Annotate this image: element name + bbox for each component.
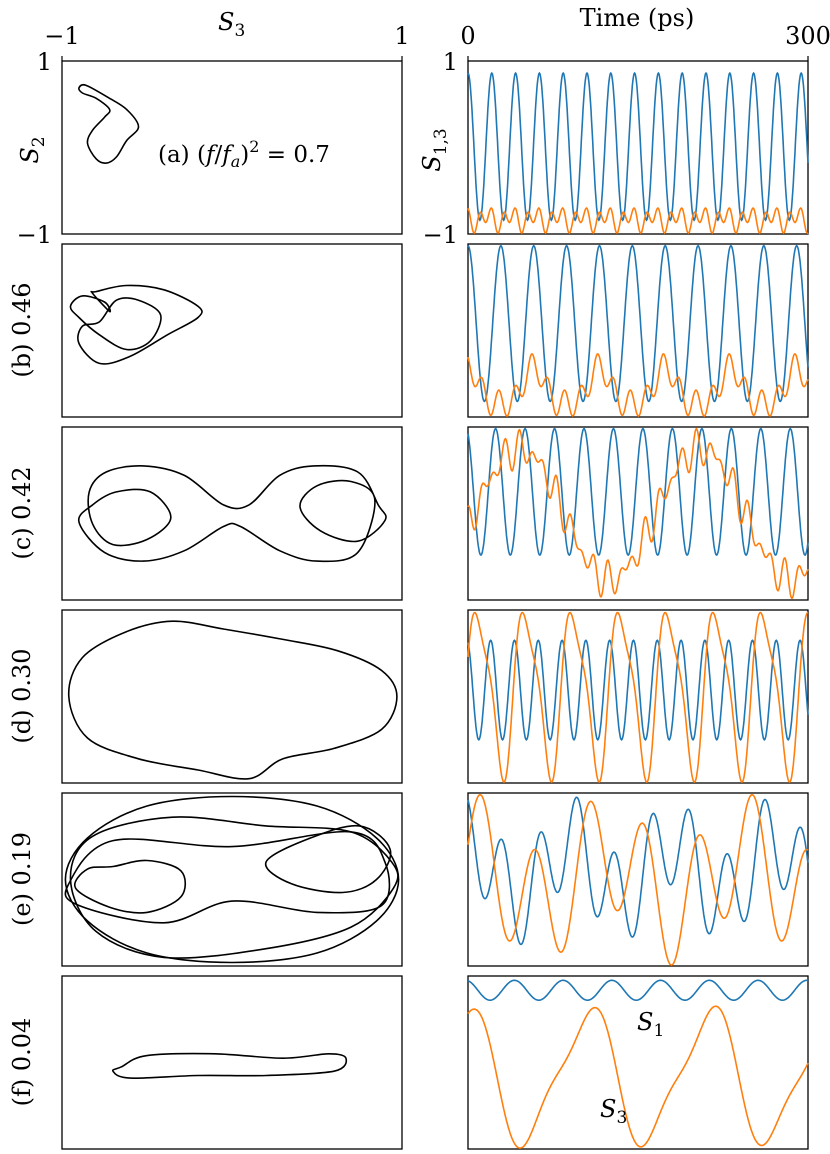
row-label-b: (b) 0.46 <box>8 282 36 377</box>
series-s3-c <box>467 427 809 600</box>
series-s1-e <box>467 796 809 946</box>
series-s1-d <box>467 639 809 741</box>
frame-right-a <box>467 60 809 235</box>
frame-left-a <box>61 60 403 235</box>
series-s1-b <box>467 244 809 403</box>
right-top-axis-label: Time (ps) <box>580 4 695 32</box>
series-label-s3: S3 <box>600 1095 627 1128</box>
orbit-plots <box>64 83 400 1080</box>
frame-left-d <box>61 609 403 784</box>
series-s1-c <box>467 427 809 556</box>
right-tick-min: 0 <box>460 22 475 50</box>
left-tick-max: 1 <box>394 22 409 50</box>
frame-left-b <box>61 243 403 418</box>
orbit-c-0 <box>77 464 387 563</box>
s2-tick-bottom: −1 <box>17 221 52 249</box>
row-labels: (b) 0.46 (c) 0.42 (d) 0.30 (e) 0.19 (f) … <box>8 282 36 1106</box>
orbit-e-0 <box>64 795 400 964</box>
orbit-b-0 <box>69 284 203 365</box>
frame-right-d <box>467 609 809 784</box>
series-s3-e <box>467 793 809 966</box>
row-label-e: (e) 0.19 <box>8 832 36 926</box>
panel-a-label: (a) (f/fa)2 = 0.7 <box>158 137 330 171</box>
right-tick-max: 300 <box>785 22 830 50</box>
orbit-e-1 <box>69 816 399 959</box>
panel-frames <box>61 56 809 1150</box>
row-label-f: (f) 0.04 <box>8 1018 36 1107</box>
row-label-c: (c) 0.42 <box>8 466 36 559</box>
orbit-e-2 <box>73 859 187 914</box>
frame-right-b <box>467 243 809 418</box>
series-s1-a <box>467 71 809 222</box>
s13-tick-bottom: −1 <box>423 221 458 249</box>
frame-left-f <box>61 975 403 1150</box>
series-labels: S1 S3 <box>600 1008 664 1128</box>
time-series-plots <box>467 71 809 1149</box>
orbit-d-0 <box>67 620 398 780</box>
top-axes: S3 −1 1 Time (ps) 0 300 <box>44 4 830 50</box>
left-top-axis-label: S3 <box>218 8 245 41</box>
frame-left-c <box>61 426 403 601</box>
orbit-e-4 <box>64 830 391 924</box>
s2-axis-label: S2 <box>16 136 49 163</box>
series-s3-d <box>467 611 809 783</box>
series-s3-b <box>467 353 809 417</box>
series-s3-f <box>467 1005 809 1149</box>
row-label-d: (d) 0.30 <box>8 648 36 743</box>
s2-tick-top: 1 <box>37 48 52 76</box>
s13-tick-top: 1 <box>443 48 458 76</box>
frame-right-c <box>467 426 809 601</box>
left-tick-min: −1 <box>44 22 79 50</box>
orbit-f-0 <box>111 1052 348 1080</box>
frame-right-e <box>467 792 809 967</box>
frame-right-f <box>467 975 809 1150</box>
series-s3-a <box>467 206 809 235</box>
series-label-s1: S1 <box>637 1008 664 1041</box>
frame-left-e <box>61 792 403 967</box>
orbit-e-3 <box>264 824 392 894</box>
s13-axis-label: S1,3 <box>418 128 451 172</box>
panel-a-annotations: S2 1 −1 S1,3 1 −1 (a) (f/fa)2 = 0.7 <box>16 48 458 249</box>
series-s1-f <box>467 979 808 1001</box>
orbit-a-0 <box>78 83 140 164</box>
